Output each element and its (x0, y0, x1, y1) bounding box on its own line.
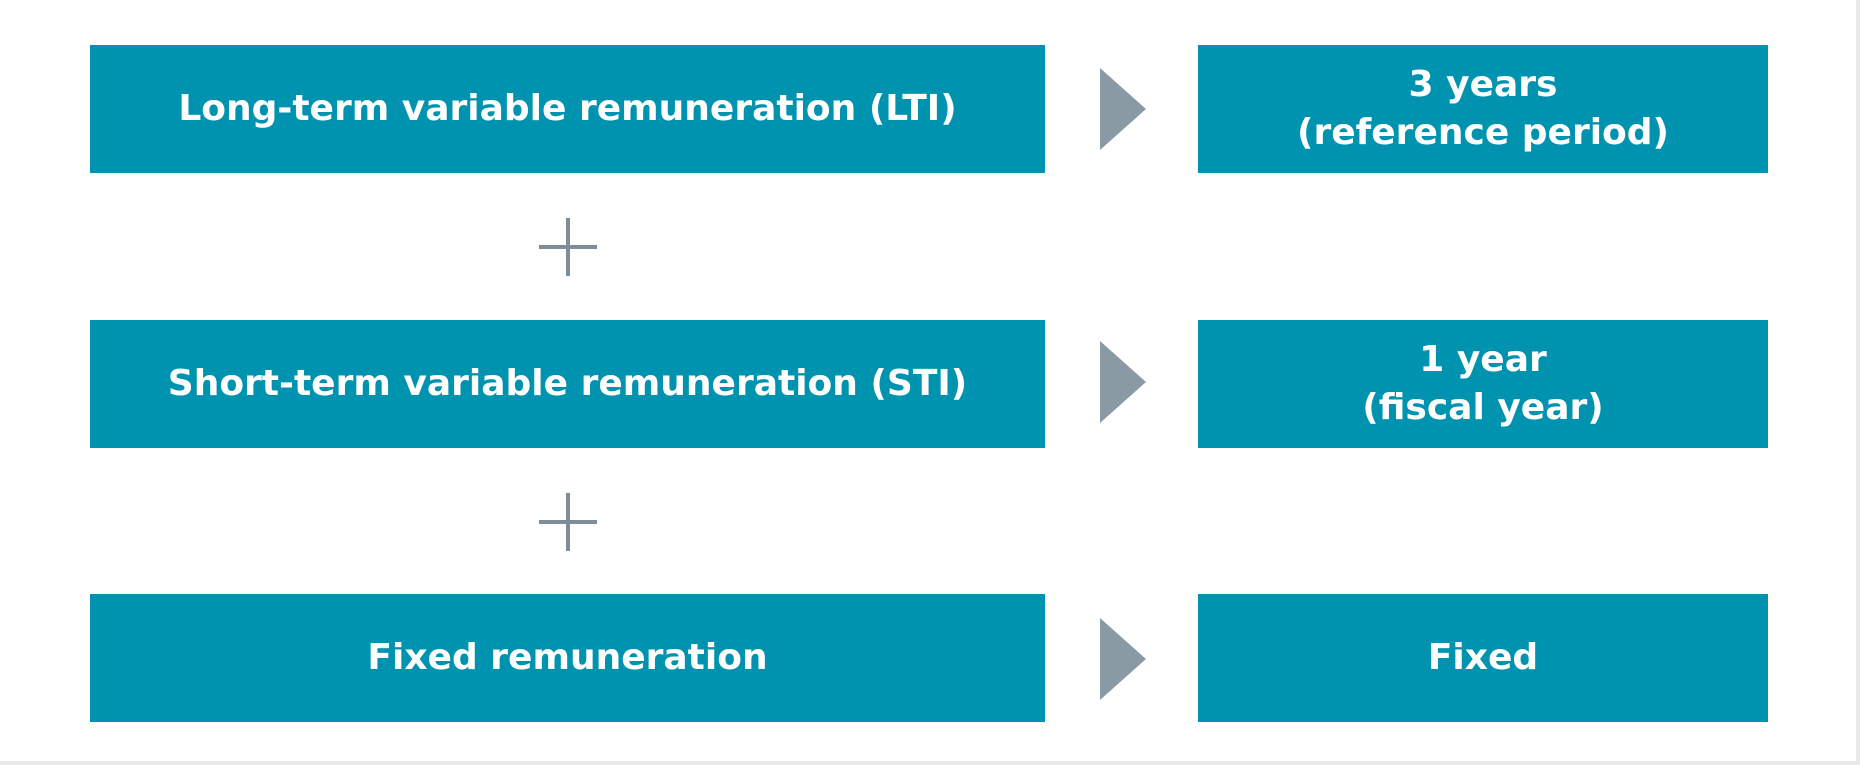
component-box-lti: Long-term variable remuneration (LTI) (90, 45, 1045, 173)
component-box-fixed: Fixed remuneration (90, 594, 1045, 722)
triangle-right-icon (1100, 341, 1146, 423)
plus-icon (539, 218, 597, 276)
period-box-sti: 1 year (fiscal year) (1198, 320, 1768, 448)
period-box-lti: 3 years (reference period) (1198, 45, 1768, 173)
period-box-fixed: Fixed (1198, 594, 1768, 722)
plus-icon (539, 493, 597, 551)
triangle-right-icon (1100, 68, 1146, 150)
component-box-sti: Short-term variable remuneration (STI) (90, 320, 1045, 448)
triangle-right-icon (1100, 618, 1146, 700)
